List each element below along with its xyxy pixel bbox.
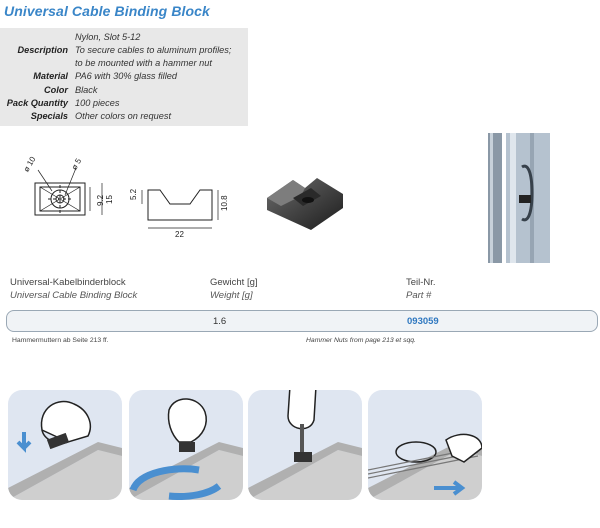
dim-h108: 10.8 (220, 195, 228, 211)
dim-d10: ø 10 (22, 155, 38, 174)
technical-drawing: ø 10 ø 5 9.2 15 5.2 10.8 22 (22, 155, 228, 239)
page-title: Universal Cable Binding Block (4, 3, 210, 19)
spec-value: Other colors on request (75, 111, 172, 121)
header-part-en: Part # (406, 290, 432, 301)
dim-d5: ø 5 (70, 156, 84, 171)
dim-h15: 15 (105, 195, 114, 204)
spec-label: Pack Quantity (6, 98, 68, 108)
dim-h92: 9.2 (96, 194, 105, 206)
spec-label: Description (17, 45, 68, 55)
header-name-de: Universal-Kabelbinderblock (10, 277, 126, 288)
table-row: 1.6 093059 (6, 310, 598, 332)
spec-value: PA6 with 30% glass filled (75, 71, 177, 81)
spec-label: Material (33, 71, 68, 81)
mounting-step-3 (248, 390, 362, 500)
spec-label: Specials (30, 111, 68, 121)
profile-photo (488, 133, 550, 263)
spec-value: Nylon, Slot 5-12 (75, 32, 141, 42)
spec-value: To secure cables to aluminum profiles; (75, 45, 232, 55)
note-en: Hammer Nuts from page 213 et sqq. (306, 337, 416, 344)
weight-value: 1.6 (213, 316, 227, 327)
note-de: Hammermuttern ab Seite 213 ff. (12, 337, 109, 344)
spec-value: Black (75, 85, 98, 95)
part-number: 093059 (407, 316, 439, 327)
spec-label: Color (44, 85, 68, 95)
spec-value: 100 pieces (75, 98, 120, 108)
spec-value: to be mounted with a hammer nut (75, 58, 212, 68)
product-photo (267, 178, 343, 230)
dim-h52: 5.2 (129, 188, 138, 200)
mounting-step-2 (129, 390, 243, 500)
dim-w22: 22 (175, 230, 184, 239)
header-weight-en: Weight [g] (210, 290, 253, 301)
header-part-de: Teil-Nr. (406, 277, 436, 288)
spec-box: Nylon, Slot 5-12 Description To secure c… (0, 28, 248, 126)
mounting-step-4 (368, 390, 482, 500)
header-name-en: Universal Cable Binding Block (10, 290, 138, 301)
mounting-step-1 (8, 390, 122, 500)
header-weight-de: Gewicht [g] (210, 277, 258, 288)
